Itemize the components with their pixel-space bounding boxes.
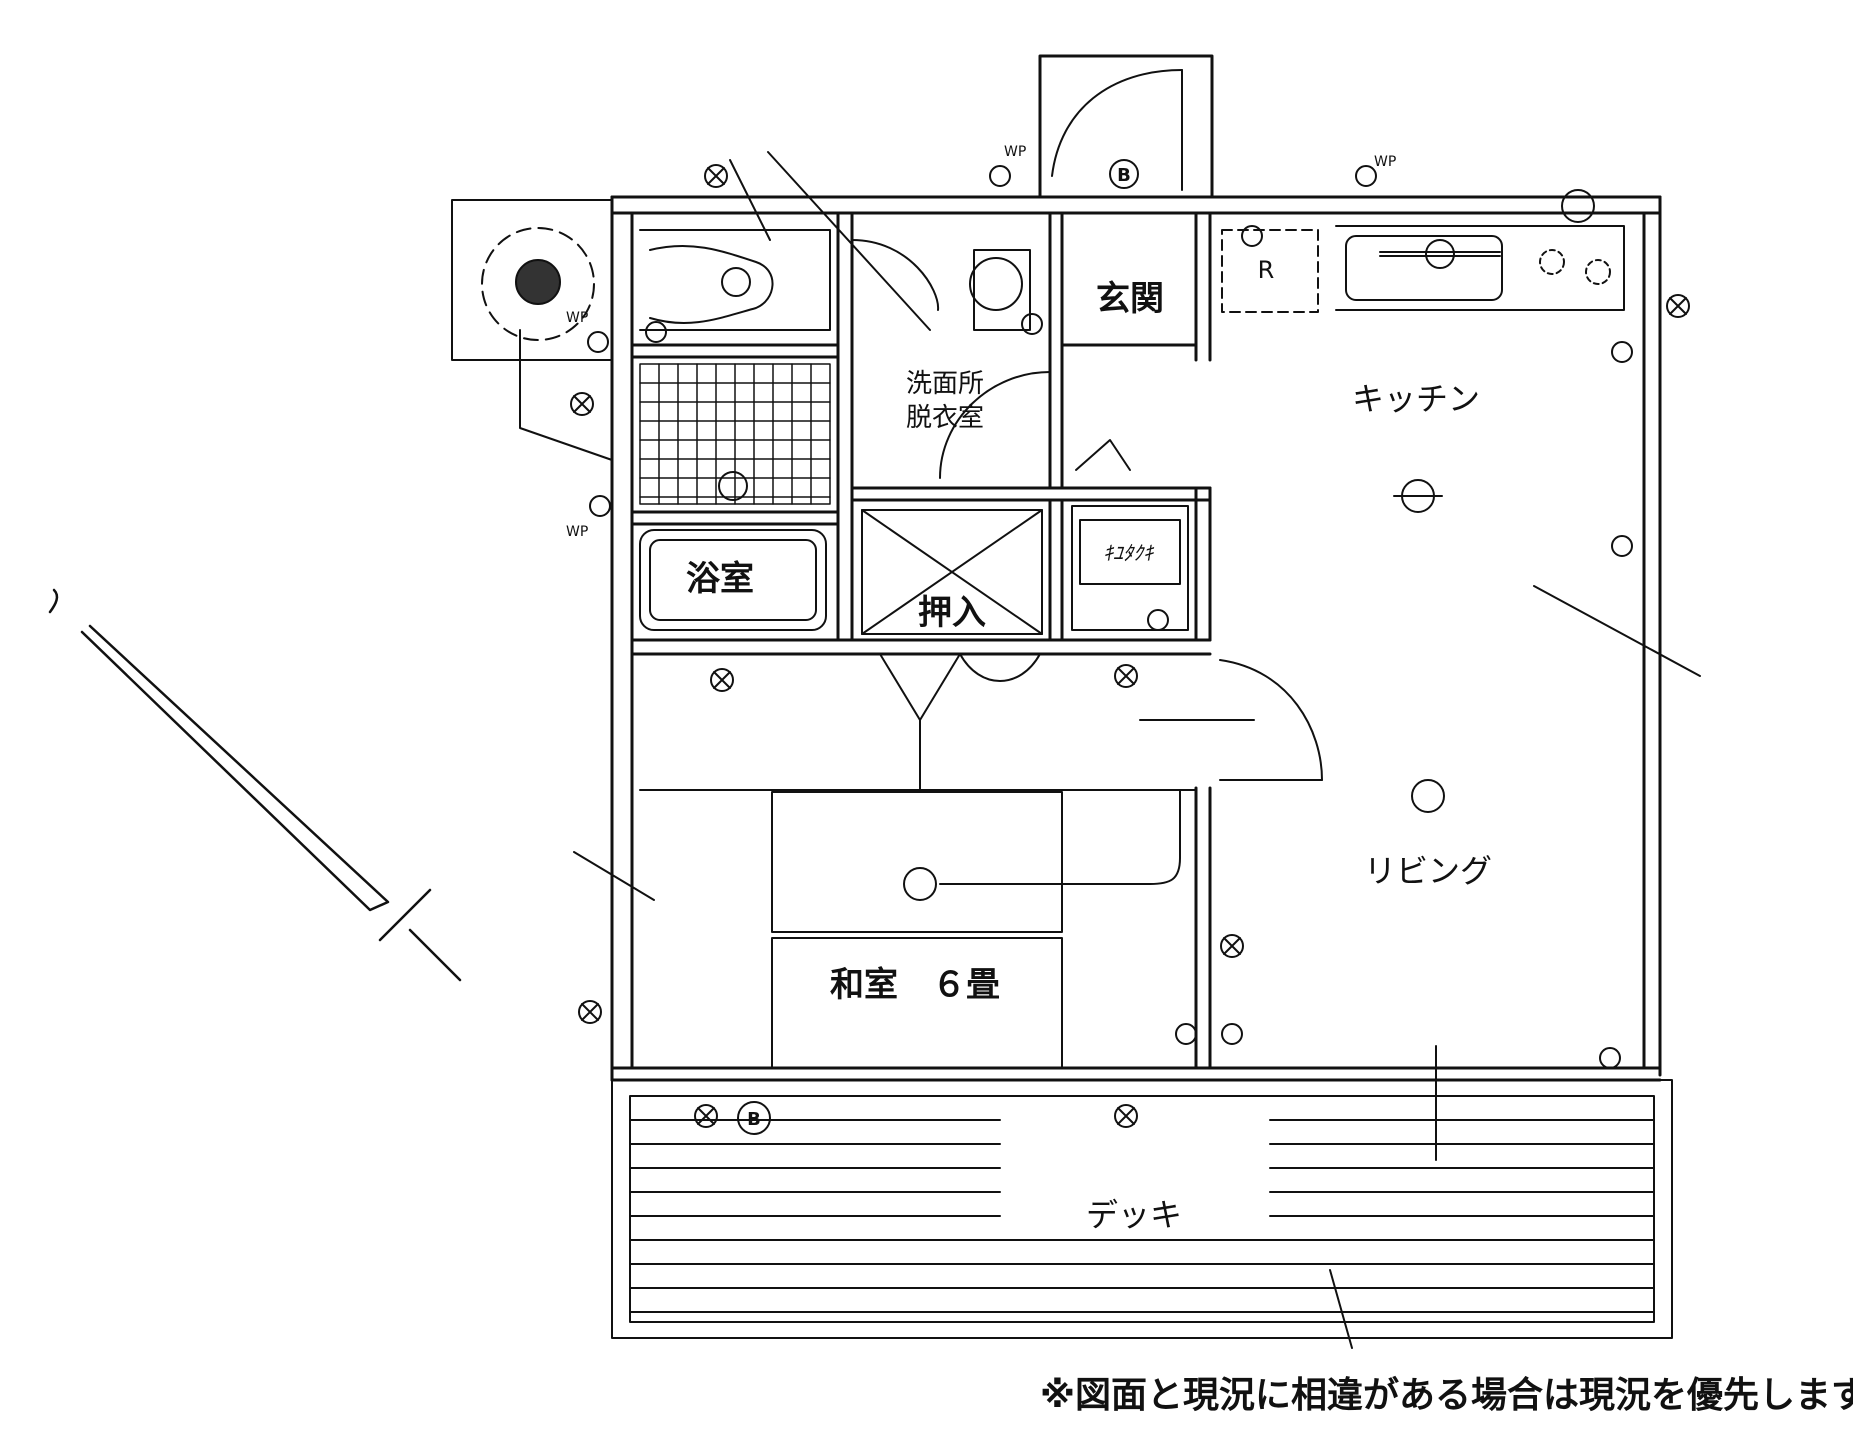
wp-label: WP bbox=[1374, 154, 1396, 170]
breaker-icon bbox=[1109, 159, 1139, 189]
fridge-label: R bbox=[1258, 256, 1275, 284]
refrigerator bbox=[1221, 229, 1319, 313]
washbasin-counter bbox=[639, 229, 831, 331]
room-label-senmenjo: 洗面所 bbox=[906, 369, 984, 399]
room-label-kitchen: キッチン bbox=[1352, 380, 1480, 418]
door-swing bbox=[851, 239, 1051, 479]
breaker-label: B bbox=[1117, 165, 1131, 186]
kitchen-counter bbox=[1335, 225, 1625, 311]
light-fixture-icon bbox=[570, 164, 1690, 1128]
water-heater-cabinet bbox=[1071, 439, 1189, 631]
room-label-living: リビング bbox=[1364, 852, 1492, 890]
room-label-datsuishitsu: 脱衣室 bbox=[906, 403, 984, 433]
tiled-floor bbox=[639, 363, 831, 505]
wp-label: WP bbox=[566, 524, 588, 540]
room-label-washitsu: 和室 ６畳 bbox=[830, 965, 1000, 1005]
wp-label: WP bbox=[566, 310, 588, 326]
toilet bbox=[969, 249, 1031, 331]
ceiling-light-icon bbox=[1393, 479, 1445, 813]
leader-lines bbox=[573, 151, 1701, 1349]
room-label-genkan: 玄関 bbox=[1096, 279, 1164, 319]
drain-icon bbox=[718, 471, 748, 501]
room-label-yokushitsu: 浴室 bbox=[686, 559, 754, 599]
outlet-icon bbox=[587, 165, 1633, 1069]
ac-outdoor-unit bbox=[451, 199, 613, 461]
breaker-label: B bbox=[747, 1109, 761, 1130]
room-label-kyutoki: ｷﾕﾀｸｷ bbox=[1103, 541, 1155, 565]
bathtub bbox=[639, 529, 827, 631]
north-arrow-icon bbox=[48, 588, 462, 982]
disclaimer-note: ※図面と現況に相違がある場合は現況を優先します bbox=[1040, 1375, 1853, 1416]
deck bbox=[611, 1079, 1673, 1339]
door-swing-hall bbox=[879, 653, 1041, 791]
wp-label: WP bbox=[1004, 144, 1026, 160]
interior-walls bbox=[630, 211, 1212, 1070]
room-label-deck: デッキ bbox=[1086, 1196, 1182, 1234]
tatami bbox=[771, 789, 1181, 1069]
breaker-icon bbox=[737, 1101, 771, 1135]
door-swing-living bbox=[1139, 659, 1323, 781]
oshiire-closet bbox=[861, 509, 1043, 635]
entrance-porch bbox=[1038, 54, 1214, 199]
room-label-oshiire: 押入 bbox=[918, 593, 986, 633]
